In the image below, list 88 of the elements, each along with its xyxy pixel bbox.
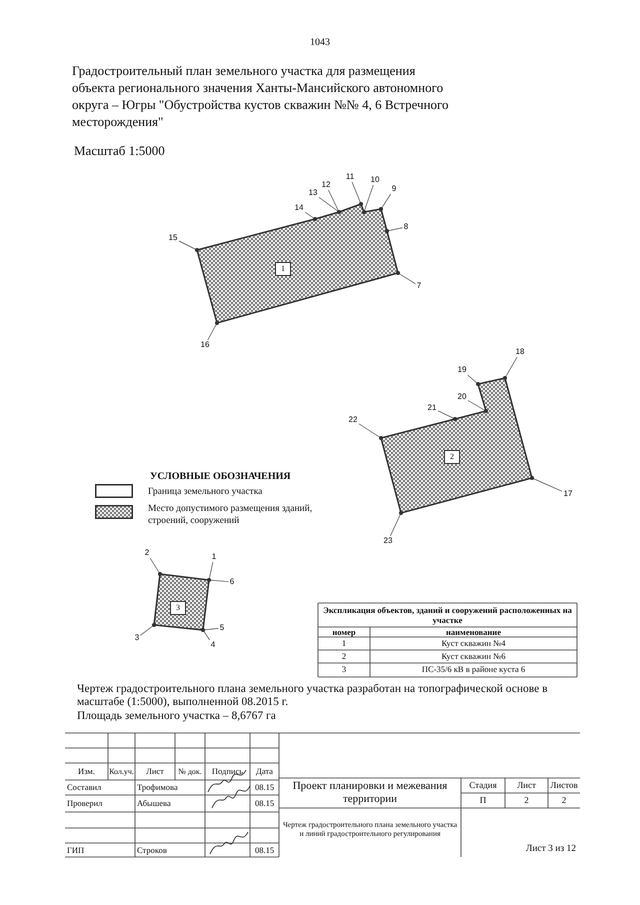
table-cell: Абышева	[137, 798, 171, 809]
table-header: Лист	[517, 780, 536, 791]
table-header: Стадия	[469, 780, 497, 791]
point-number: 13	[307, 188, 319, 198]
leader-line	[328, 190, 340, 212]
table-cell: Строков	[137, 844, 167, 856]
table-header: Лист	[146, 766, 164, 777]
plot-number-label: 2	[444, 450, 460, 464]
table-cell-text: Проект планировки и межевания территории	[292, 780, 448, 806]
leader-line	[202, 630, 210, 640]
table-cell: Трофимова	[137, 782, 178, 793]
legend-text: Место допустимого размещения зданий, строений, сооружений	[148, 503, 314, 527]
table-cell: Куст скважин №4	[442, 638, 506, 649]
leader-line	[352, 182, 362, 204]
leader-line	[438, 410, 456, 420]
table-cell: 08.15	[254, 798, 274, 809]
point-number: 21	[426, 403, 438, 413]
point-number: 11	[344, 172, 356, 182]
point-number: 23	[382, 536, 394, 546]
leader-line	[504, 356, 518, 378]
table-cell: Составил	[67, 782, 102, 793]
table-cell: 2	[342, 651, 346, 662]
leader-line	[178, 240, 198, 250]
point-number: 15	[167, 233, 179, 243]
leader-line	[150, 558, 160, 574]
point-number: 4	[210, 640, 216, 650]
table-cell: Проверил	[67, 798, 102, 809]
leader-line	[398, 272, 416, 284]
table-cell: 2	[562, 795, 566, 806]
leader-line	[467, 374, 478, 384]
legend-heading: УСЛОВНЫЕ ОБОЗНАЧЕНИЯ	[150, 470, 291, 482]
plan-title: Градостроительный план земельного участка для размещения объекта регионального значения Ханты-Мансийского автономного округа – Югры "Обустройства кустов скважин №№ 4, 6 Встречного месторождения"	[72, 62, 450, 130]
table-cell: 3	[342, 664, 346, 675]
table-cell: 1	[342, 638, 346, 649]
point-number: 8	[402, 222, 410, 232]
point-number: 17	[562, 489, 574, 499]
leader-line	[358, 424, 382, 438]
point-number: 7	[416, 281, 422, 291]
point-number: 3	[134, 633, 140, 643]
leader-line	[207, 322, 218, 340]
point-number: 9	[390, 184, 398, 194]
leader-line	[364, 184, 374, 212]
point-number: 12	[320, 180, 332, 190]
table-header: Дата	[256, 766, 273, 777]
leader-line	[380, 194, 392, 210]
leader-line	[304, 212, 316, 220]
scale-text: Масштаб 1:5000	[74, 143, 165, 158]
page-number: 1043	[310, 37, 330, 49]
legend-text: Граница земельного участка	[148, 486, 264, 498]
point-number: 19	[456, 365, 468, 375]
table-cell: П	[480, 795, 486, 806]
table-header: Листов	[550, 780, 578, 791]
plot-number-label: 3	[170, 601, 186, 615]
leader-line	[208, 580, 229, 582]
point-number: 20	[456, 392, 468, 402]
table-cell: Куст скважин №6	[442, 651, 506, 662]
point-number: 5	[218, 623, 226, 633]
table-header: наименование	[446, 626, 501, 638]
point-number: 6	[228, 577, 236, 587]
table-cell: 08.15	[254, 844, 274, 856]
note-text: Чертеж градостроительного плана земельного участка разработан на топографической основе в масштабе (1:5000), выполненной 08.2015 г.	[77, 682, 549, 710]
point-number: 2	[144, 548, 150, 558]
table-header: Подпись	[212, 766, 244, 777]
point-number: 18	[514, 347, 526, 357]
table-cell: ГИП	[67, 844, 84, 856]
point-number: 10	[369, 175, 381, 185]
area-text: Площадь земельного участка – 8,6767 га	[77, 710, 276, 724]
point-number: 14	[293, 203, 305, 213]
leader-line	[140, 624, 154, 636]
table-cell: 2	[524, 795, 529, 806]
plot-number-label: 1	[275, 262, 291, 276]
point-number: 1	[210, 552, 218, 562]
table-header: Кол.уч.	[109, 766, 134, 776]
sheet-number: Лист 3 из 12	[526, 844, 576, 856]
table-header: № док.	[178, 766, 202, 776]
table-cell: 08.15	[254, 782, 274, 793]
leader-line	[208, 562, 214, 580]
table-cell: ПС-35/6 кВ в районе куста 6	[422, 664, 526, 675]
leader-line	[390, 512, 402, 536]
leader-line	[318, 197, 340, 212]
leader-line	[386, 227, 403, 232]
table-header: Изм.	[78, 766, 95, 777]
leader-line	[202, 628, 219, 630]
leader-line	[532, 478, 562, 492]
point-number: 16	[199, 340, 211, 350]
table-header: номер	[332, 626, 356, 638]
point-number: 22	[347, 415, 359, 425]
leader-line	[468, 400, 486, 412]
